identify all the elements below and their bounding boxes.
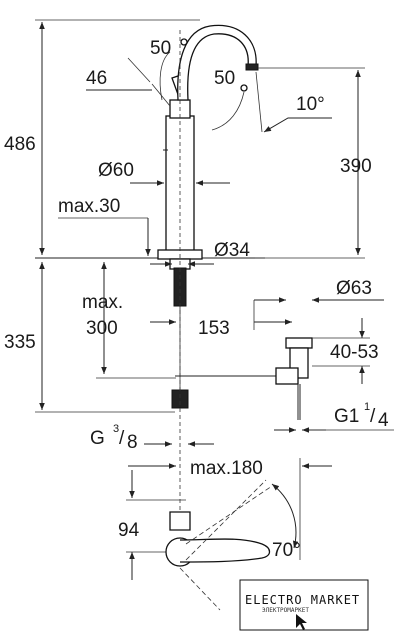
hose-connector [171,389,189,409]
dim-total-height: 486 [4,134,36,155]
svg-text:/: / [370,406,376,427]
watermark-subtitle: ЭЛЕКТРОМАРКЕТ [262,607,309,614]
dim-connection-thread-num: 3 [113,423,119,435]
cursor-icon [296,614,307,630]
dim-handle-reach: max.180 [190,458,263,479]
dim-waste-thread: G1 [334,406,359,427]
dim-max-label: max. [82,292,123,313]
dim-tail-offset: 153 [198,318,230,339]
watermark-logo: ELECTRO MARKET ЭЛЕКТРОМАРКЕТ [239,579,369,631]
dim-handle-rotation: 70° [272,540,301,561]
threaded-shank [173,267,187,307]
pivot-point-top [180,38,188,46]
aerator [245,63,259,71]
dim-angle-top: 50 [150,38,171,59]
dim-waste-diameter: Ø63 [336,278,372,299]
dim-body-diameter: Ø60 [98,160,134,181]
dim-plan-offset: 94 [118,520,140,541]
svg-text:/: / [119,428,125,449]
plan-view: max.180 94 70° [118,458,332,611]
dim-below-deck: 335 [4,332,36,353]
plan-lever [179,538,271,563]
elevation-view: 486 390 50 50 46 10° Ø60 max.30 Ø34 [4,19,394,520]
dim-waste-thread-num: 1 [364,401,370,413]
dim-spout-height: 390 [340,156,372,177]
pivot-point-right [240,84,248,92]
dim-spout-tilt: 10° [296,94,325,115]
dim-connection-thread-den: 8 [127,432,138,453]
dim-max-value: 300 [86,318,118,339]
waste-flange [285,337,313,349]
dim-max-deck: max.30 [58,196,120,217]
watermark-title: ELECTRO MARKET [245,593,360,607]
dim-waste-thread-den: 4 [378,410,389,431]
plan-spout [169,511,191,531]
dim-hole-diameter: Ø34 [214,240,250,261]
dim-connection-thread: G [90,428,105,449]
dim-handle-offset: 46 [86,68,107,89]
dim-angle-right: 50 [214,68,235,89]
plan-lever-rotated [185,485,273,545]
waste-lever-housing [275,367,299,385]
dim-waste-range: 40-53 [330,342,379,363]
